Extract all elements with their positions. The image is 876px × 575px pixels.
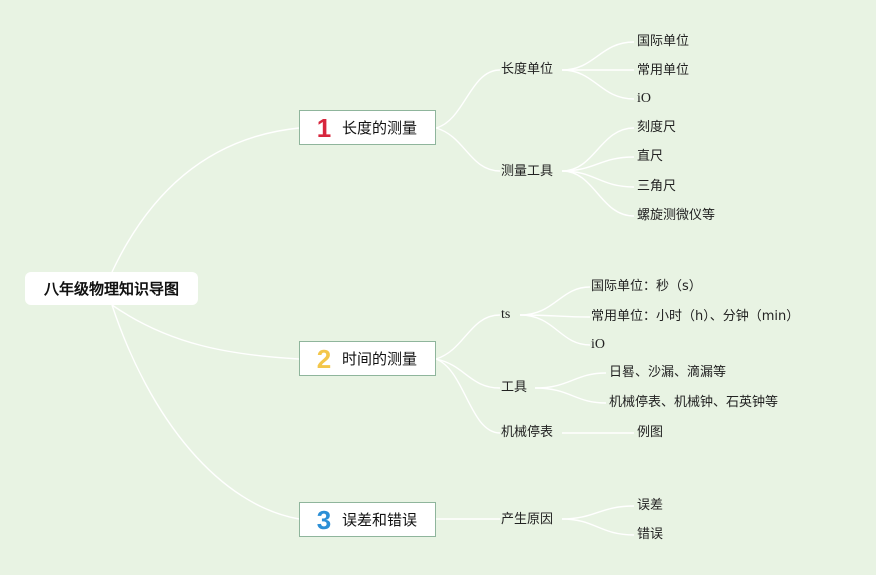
leaf-straight-ruler[interactable]: 直尺 [637, 149, 664, 164]
connector-root-topic3 [111, 304, 300, 520]
topic-label: 误差和错误 [342, 511, 418, 529]
leaf-mistake[interactable]: 错误 [637, 527, 664, 542]
connector-topic2-ts [435, 314, 501, 360]
connector-topic1-tools [435, 127, 501, 172]
connector-topic1-len-unit [435, 69, 501, 129]
leaf-io[interactable]: iO [637, 91, 651, 106]
node-length-unit[interactable]: 长度单位 [501, 62, 554, 77]
leaf-common-units-time[interactable]: 常用单位：小时（h）、分钟（min） [591, 309, 800, 324]
connector-root-topic2 [111, 304, 300, 360]
leaf-triangle-ruler[interactable]: 三角尺 [637, 179, 677, 194]
leaf-sundial[interactable]: 日晷、沙漏、滴漏等 [609, 365, 727, 380]
number-1-icon: 1 [316, 112, 332, 143]
connector-topic2-tools [435, 358, 501, 389]
node-measuring-tools[interactable]: 测量工具 [501, 164, 554, 179]
node-stopwatch[interactable]: 机械停表 [501, 425, 554, 440]
node-time-tools[interactable]: 工具 [501, 380, 528, 395]
leaf-error[interactable]: 误差 [637, 498, 664, 513]
topic-label: 时间的测量 [342, 350, 418, 368]
leaf-ruler[interactable]: 刻度尺 [637, 120, 677, 135]
topic-label: 长度的测量 [342, 119, 418, 137]
connector-topic2-stopwatch [435, 358, 501, 434]
root-node[interactable]: 八年级物理知识导图 [25, 272, 198, 305]
leaf-intl-unit-second[interactable]: 国际单位：秒（s） [591, 279, 702, 294]
number-2-icon: 2 [316, 343, 332, 374]
topic-length-measurement[interactable]: 1 长度的测量 [299, 110, 436, 145]
number-3-icon: 3 [316, 504, 332, 535]
topic-time-measurement[interactable]: 2 时间的测量 [299, 341, 436, 376]
topic-error-and-mistake[interactable]: 3 误差和错误 [299, 502, 436, 537]
node-ts[interactable]: ts [501, 307, 511, 322]
leaf-intl-unit[interactable]: 国际单位 [637, 34, 690, 49]
connector-root-topic1 [111, 127, 300, 273]
leaf-micrometer[interactable]: 螺旋测微仪等 [637, 208, 716, 223]
leaf-io[interactable]: iO [591, 337, 605, 352]
leaf-example-image[interactable]: 例图 [637, 425, 664, 440]
leaf-clocks[interactable]: 机械停表、机械钟、石英钟等 [609, 395, 779, 410]
node-causes[interactable]: 产生原因 [501, 512, 554, 527]
leaf-common-unit[interactable]: 常用单位 [637, 63, 690, 78]
